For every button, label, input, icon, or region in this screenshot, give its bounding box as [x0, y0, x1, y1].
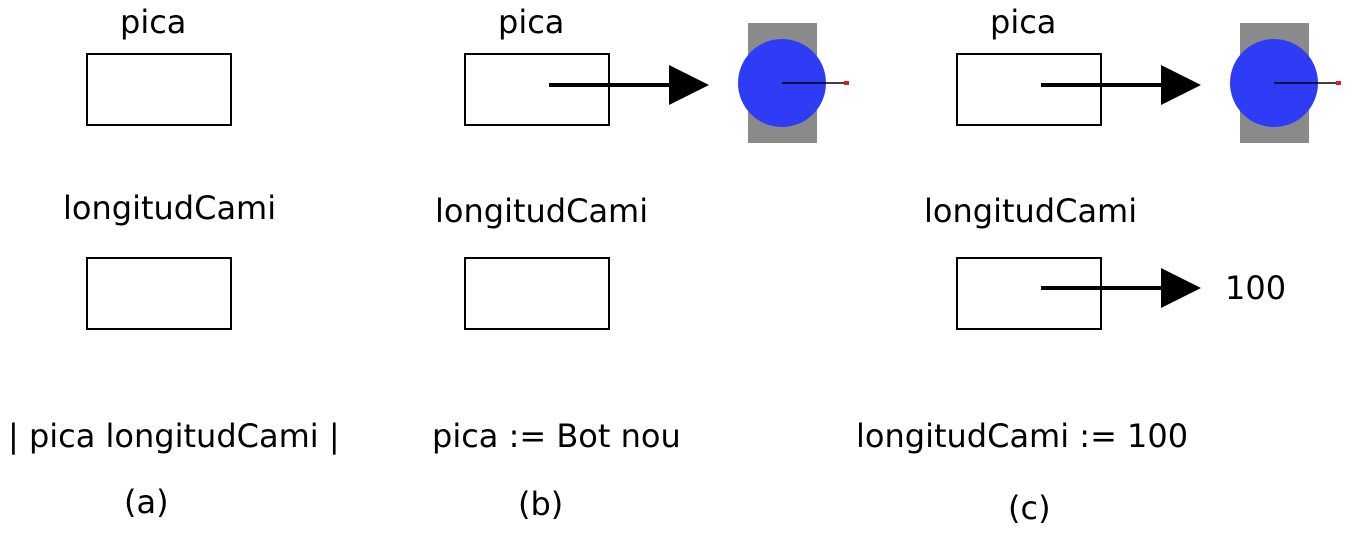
- statement-b: pica := Bot nou: [432, 417, 681, 455]
- panel-tag-c: (c): [1008, 489, 1051, 527]
- variable-label-longitudcami-a: longitudCami: [63, 189, 277, 227]
- variable-box-pica-c: [956, 53, 1102, 126]
- variable-box-longitudcami-a: [86, 257, 232, 330]
- variable-label-pica-b: pica: [498, 3, 565, 41]
- variable-label-pica-c: pica: [990, 3, 1057, 41]
- panel-tag-b: (b): [518, 485, 564, 523]
- variable-box-pica-b: [464, 53, 610, 126]
- value-100: 100: [1225, 269, 1287, 307]
- bot-icon-c: [1230, 23, 1341, 143]
- panel-tag-a: (a): [124, 483, 169, 521]
- variable-label-longitudcami-b: longitudCami: [435, 192, 649, 230]
- bot-icon-b: [738, 23, 849, 143]
- variable-label-longitudcami-c: longitudCami: [924, 192, 1138, 230]
- variable-box-pica-a: [86, 53, 232, 126]
- variable-box-longitudcami-c: [956, 257, 1102, 330]
- statement-c: longitudCami := 100: [856, 417, 1189, 455]
- variable-label-pica-a: pica: [120, 3, 187, 41]
- variable-box-longitudcami-b: [464, 257, 610, 330]
- statement-a: | pica longitudCami |: [8, 417, 340, 455]
